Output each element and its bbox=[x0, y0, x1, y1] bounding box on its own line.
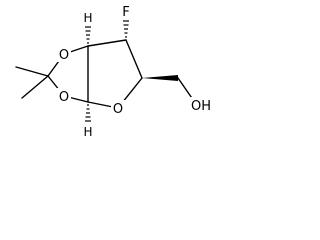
atom-labels: F O O O OH H H bbox=[59, 5, 211, 139]
wedge-bond-c5-ch2 bbox=[142, 75, 178, 81]
furanose-oxygen-label: O bbox=[113, 102, 123, 117]
hydroxyl-label: OH bbox=[191, 99, 211, 114]
bond-methyl-upper bbox=[15, 66, 49, 77]
hashed-bond-c4-f bbox=[123, 20, 129, 38]
single-bonds bbox=[15, 39, 197, 109]
hashed-bond-c6a-h bbox=[85, 104, 91, 122]
stereo-hydrogen-lower-label: H bbox=[83, 125, 92, 139]
molecule-structure: F O O O OH H H bbox=[15, 5, 213, 139]
stereo-hydrogen-upper-label: H bbox=[83, 11, 92, 25]
hashed-bond-c3a-h bbox=[85, 26, 91, 44]
bond-c3a-c4 bbox=[87, 39, 127, 47]
dioxolane-oxygen-bottom-label: O bbox=[59, 90, 69, 105]
bond-c4-c5 bbox=[125, 39, 143, 79]
stereo-bonds bbox=[85, 20, 178, 122]
dioxolane-oxygen-top-label: O bbox=[59, 48, 69, 63]
fluorine-label: F bbox=[122, 5, 129, 20]
bond-methyl-lower bbox=[21, 75, 49, 99]
label-masks bbox=[57, 46, 213, 116]
